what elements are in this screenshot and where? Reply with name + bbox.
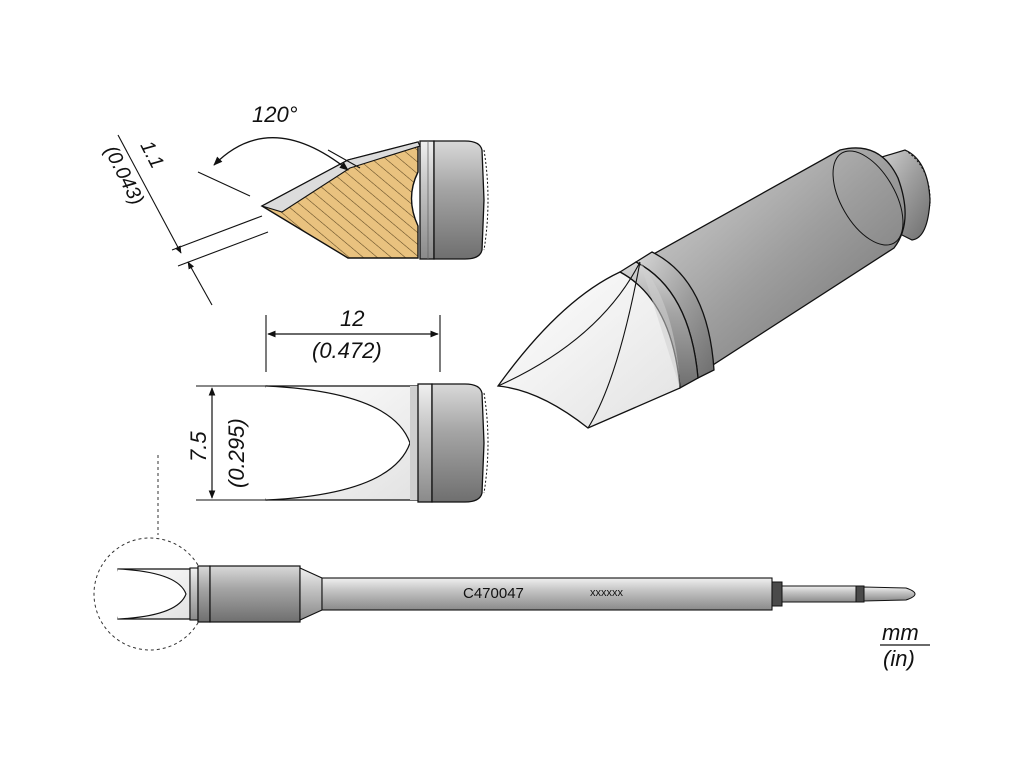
side-section-view: 120° 1.1 (0.043) xyxy=(100,102,489,306)
length-dimension: 12 (0.472) xyxy=(265,306,441,372)
units-legend: mm (in) xyxy=(880,620,930,671)
height-mm: 7.5 xyxy=(186,431,211,462)
height-in: (0.295) xyxy=(224,418,249,488)
front-view: 7.5 (0.295) xyxy=(186,383,489,503)
code-mark: xxxxxx xyxy=(590,587,624,599)
length-mm: 12 xyxy=(340,306,364,331)
length-in: (0.472) xyxy=(312,338,382,363)
full-tip-view: C470047 xxxxxx xyxy=(93,455,916,651)
part-number: C470047 xyxy=(463,585,524,602)
units-bottom: (in) xyxy=(883,646,915,671)
angle-label: 120° xyxy=(252,102,298,127)
isometric-view xyxy=(496,147,931,429)
units-top: mm xyxy=(882,620,919,645)
thickness-mm: 1.1 xyxy=(136,137,168,172)
